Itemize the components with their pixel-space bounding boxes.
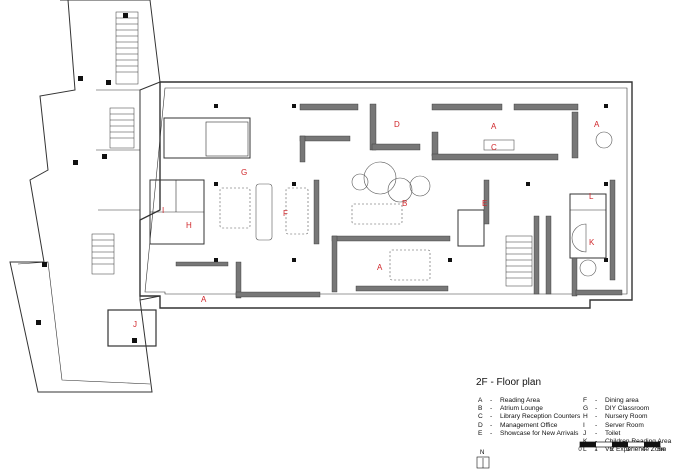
zone-label: A (491, 122, 497, 131)
zone-label: I (162, 206, 164, 215)
zone-label: E (482, 199, 487, 208)
zone-label: H (186, 221, 192, 230)
zone-label: A (201, 295, 207, 304)
legend-item: B-Atrium Lounge (478, 405, 543, 413)
zone-label: G (241, 168, 247, 177)
scale-label: 5m (657, 447, 667, 453)
zone-label: A (377, 263, 383, 272)
legend-item: F-Dining area (583, 397, 639, 404)
legend-item: L-VR Experience Zone (583, 446, 666, 454)
zone-label: F (283, 209, 288, 218)
scale-label: 0 (578, 447, 582, 453)
legend-right: F-Dining area G-DIY Classroom H-Nursery … (583, 397, 671, 454)
building-outline (139, 81, 633, 309)
scale-label: 2 (610, 447, 614, 453)
zone-label: B (402, 199, 407, 208)
rooms (149, 117, 607, 259)
legend-item: C-Library Reception Counters (478, 413, 581, 421)
zone-labels: A D A C A G B E L F I H A K J (133, 120, 600, 329)
legend-item: G-DIY Classroom (583, 405, 650, 413)
legend-item: H-Nursery Room (583, 413, 648, 421)
zone-label: K (589, 238, 595, 247)
legend-left: A-Reading Area B-Atrium Lounge C-Library… (478, 397, 580, 438)
zone-label: J (133, 320, 137, 329)
legend-item: J-Toilet (583, 429, 621, 437)
furniture (219, 131, 613, 281)
north-arrow-icon: N (476, 449, 490, 469)
scale-label: 4 (642, 447, 646, 453)
shelving (175, 103, 623, 299)
west-wing (9, 0, 161, 393)
legend-item: D-Management Office (478, 421, 558, 429)
scale-bar: 0 1 2 3 4 5m (578, 438, 668, 462)
scale-bar-graphic (579, 441, 661, 448)
plan-title: 2F - Floor plan (476, 377, 542, 388)
scale-label: 1 (594, 447, 598, 453)
zone-label: D (394, 120, 400, 129)
legend-item: I-Server Room (583, 421, 644, 429)
north-label: N (480, 450, 485, 456)
stairs (91, 11, 533, 287)
legend-item: E-Showcase for New Arrivals (478, 429, 579, 437)
zone-label: L (589, 192, 594, 201)
scale-label: 3 (626, 447, 630, 453)
legend-item: K-Children Reading Area (583, 438, 672, 446)
zone-label: A (594, 120, 600, 129)
zone-label: C (491, 143, 497, 152)
legend-item: A-Reading Area (478, 397, 540, 404)
columns (36, 13, 608, 343)
